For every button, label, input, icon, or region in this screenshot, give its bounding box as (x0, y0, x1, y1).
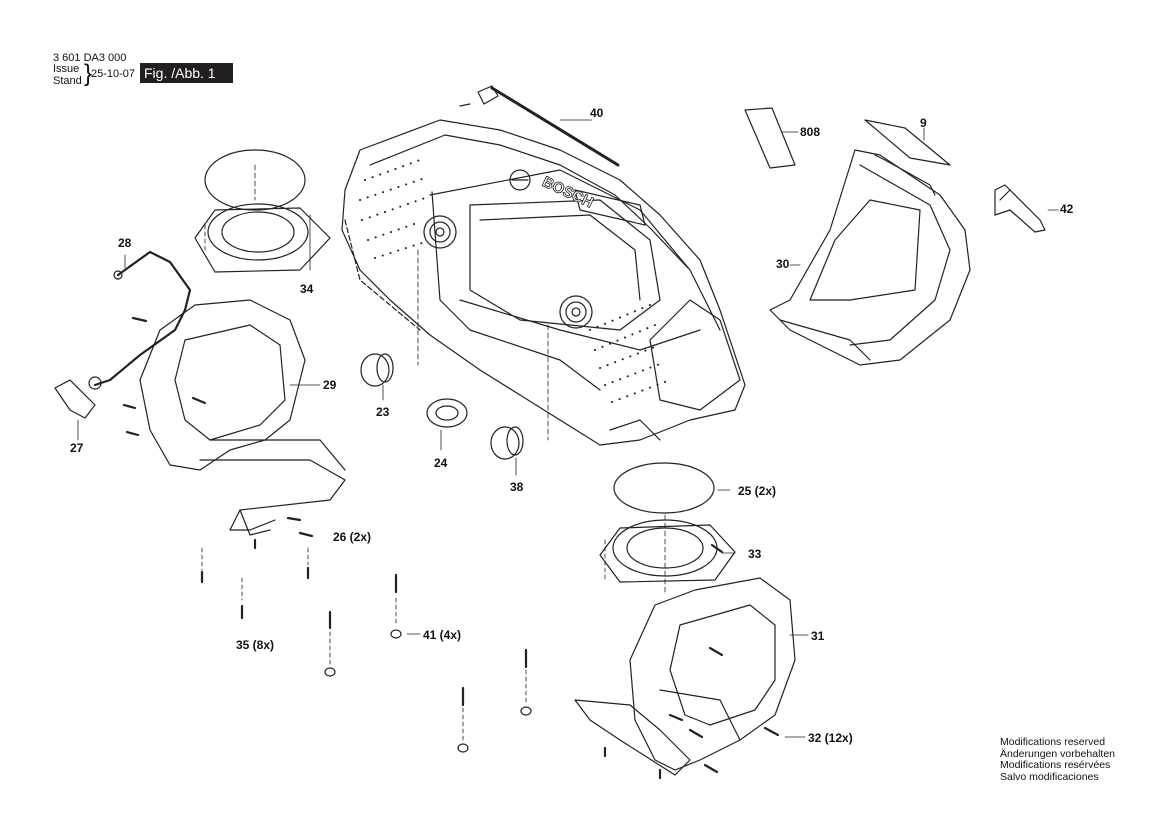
frame-part-29 (139, 299, 346, 536)
callout-808: 808 (800, 125, 821, 139)
battery-cover-part-30 (769, 149, 971, 366)
clip-part-42 (994, 184, 1059, 233)
handle-part-28 (88, 250, 192, 390)
antenna-part-40 (459, 85, 620, 167)
callout-26: 26 (2x) (333, 530, 372, 544)
label-part-9 (864, 119, 951, 166)
callout-29: 29 (323, 378, 337, 392)
notice-en: Modifications reserved (1000, 736, 1106, 748)
callout-24: 24 (434, 456, 448, 470)
callout-33: 33 (748, 547, 762, 561)
radio-housing (341, 119, 746, 446)
modifications-notice: Modifications reserved Änderungen vorbeh… (1000, 736, 1116, 783)
date: 25-10-07 (91, 68, 136, 80)
brace: } (84, 60, 93, 87)
foot-part-27 (54, 379, 96, 441)
notice-es: Salvo modificaciones (1000, 770, 1099, 783)
screws-right (603, 646, 780, 780)
callout-23: 23 (376, 405, 390, 419)
loose-hardware (200, 538, 806, 753)
figure-label: Fig. /Abb. 1 (140, 63, 233, 83)
part-code: 3 601 DA3 000 (53, 52, 127, 64)
callout-30: 30 (776, 257, 790, 271)
callout-27: 27 (70, 441, 84, 455)
callout-25: 25 (2x) (738, 484, 777, 498)
callout-32: 32 (12x) (808, 731, 853, 745)
notice-fr: Modifications resérvées (1000, 759, 1111, 771)
callout-40: 40 (590, 106, 604, 120)
notice-de: Änderungen vorbehalten (1000, 747, 1116, 760)
knob-part-38 (490, 426, 524, 476)
dial-part-24 (426, 398, 468, 451)
speaker-part-34 (194, 149, 331, 273)
callout-28: 28 (118, 236, 132, 250)
speaker-part-33 (599, 462, 736, 596)
callout-42: 42 (1060, 202, 1074, 216)
issue-stand-label: Issue Stand (53, 63, 82, 87)
stand-label: Stand (53, 75, 82, 87)
callout-34: 34 (300, 282, 314, 296)
callout-35: 35 (8x) (236, 638, 275, 652)
frame-part-31 (574, 577, 809, 776)
brand-logo: BOSCH (540, 173, 596, 211)
callout-9: 9 (920, 116, 927, 130)
label-part-808 (744, 107, 799, 169)
knob-part-23 (360, 353, 394, 401)
screws-left (122, 316, 314, 538)
issue-label: Issue (53, 63, 80, 75)
callout-38: 38 (510, 480, 524, 494)
callout-41: 41 (4x) (423, 628, 462, 642)
callout-31: 31 (811, 629, 825, 643)
